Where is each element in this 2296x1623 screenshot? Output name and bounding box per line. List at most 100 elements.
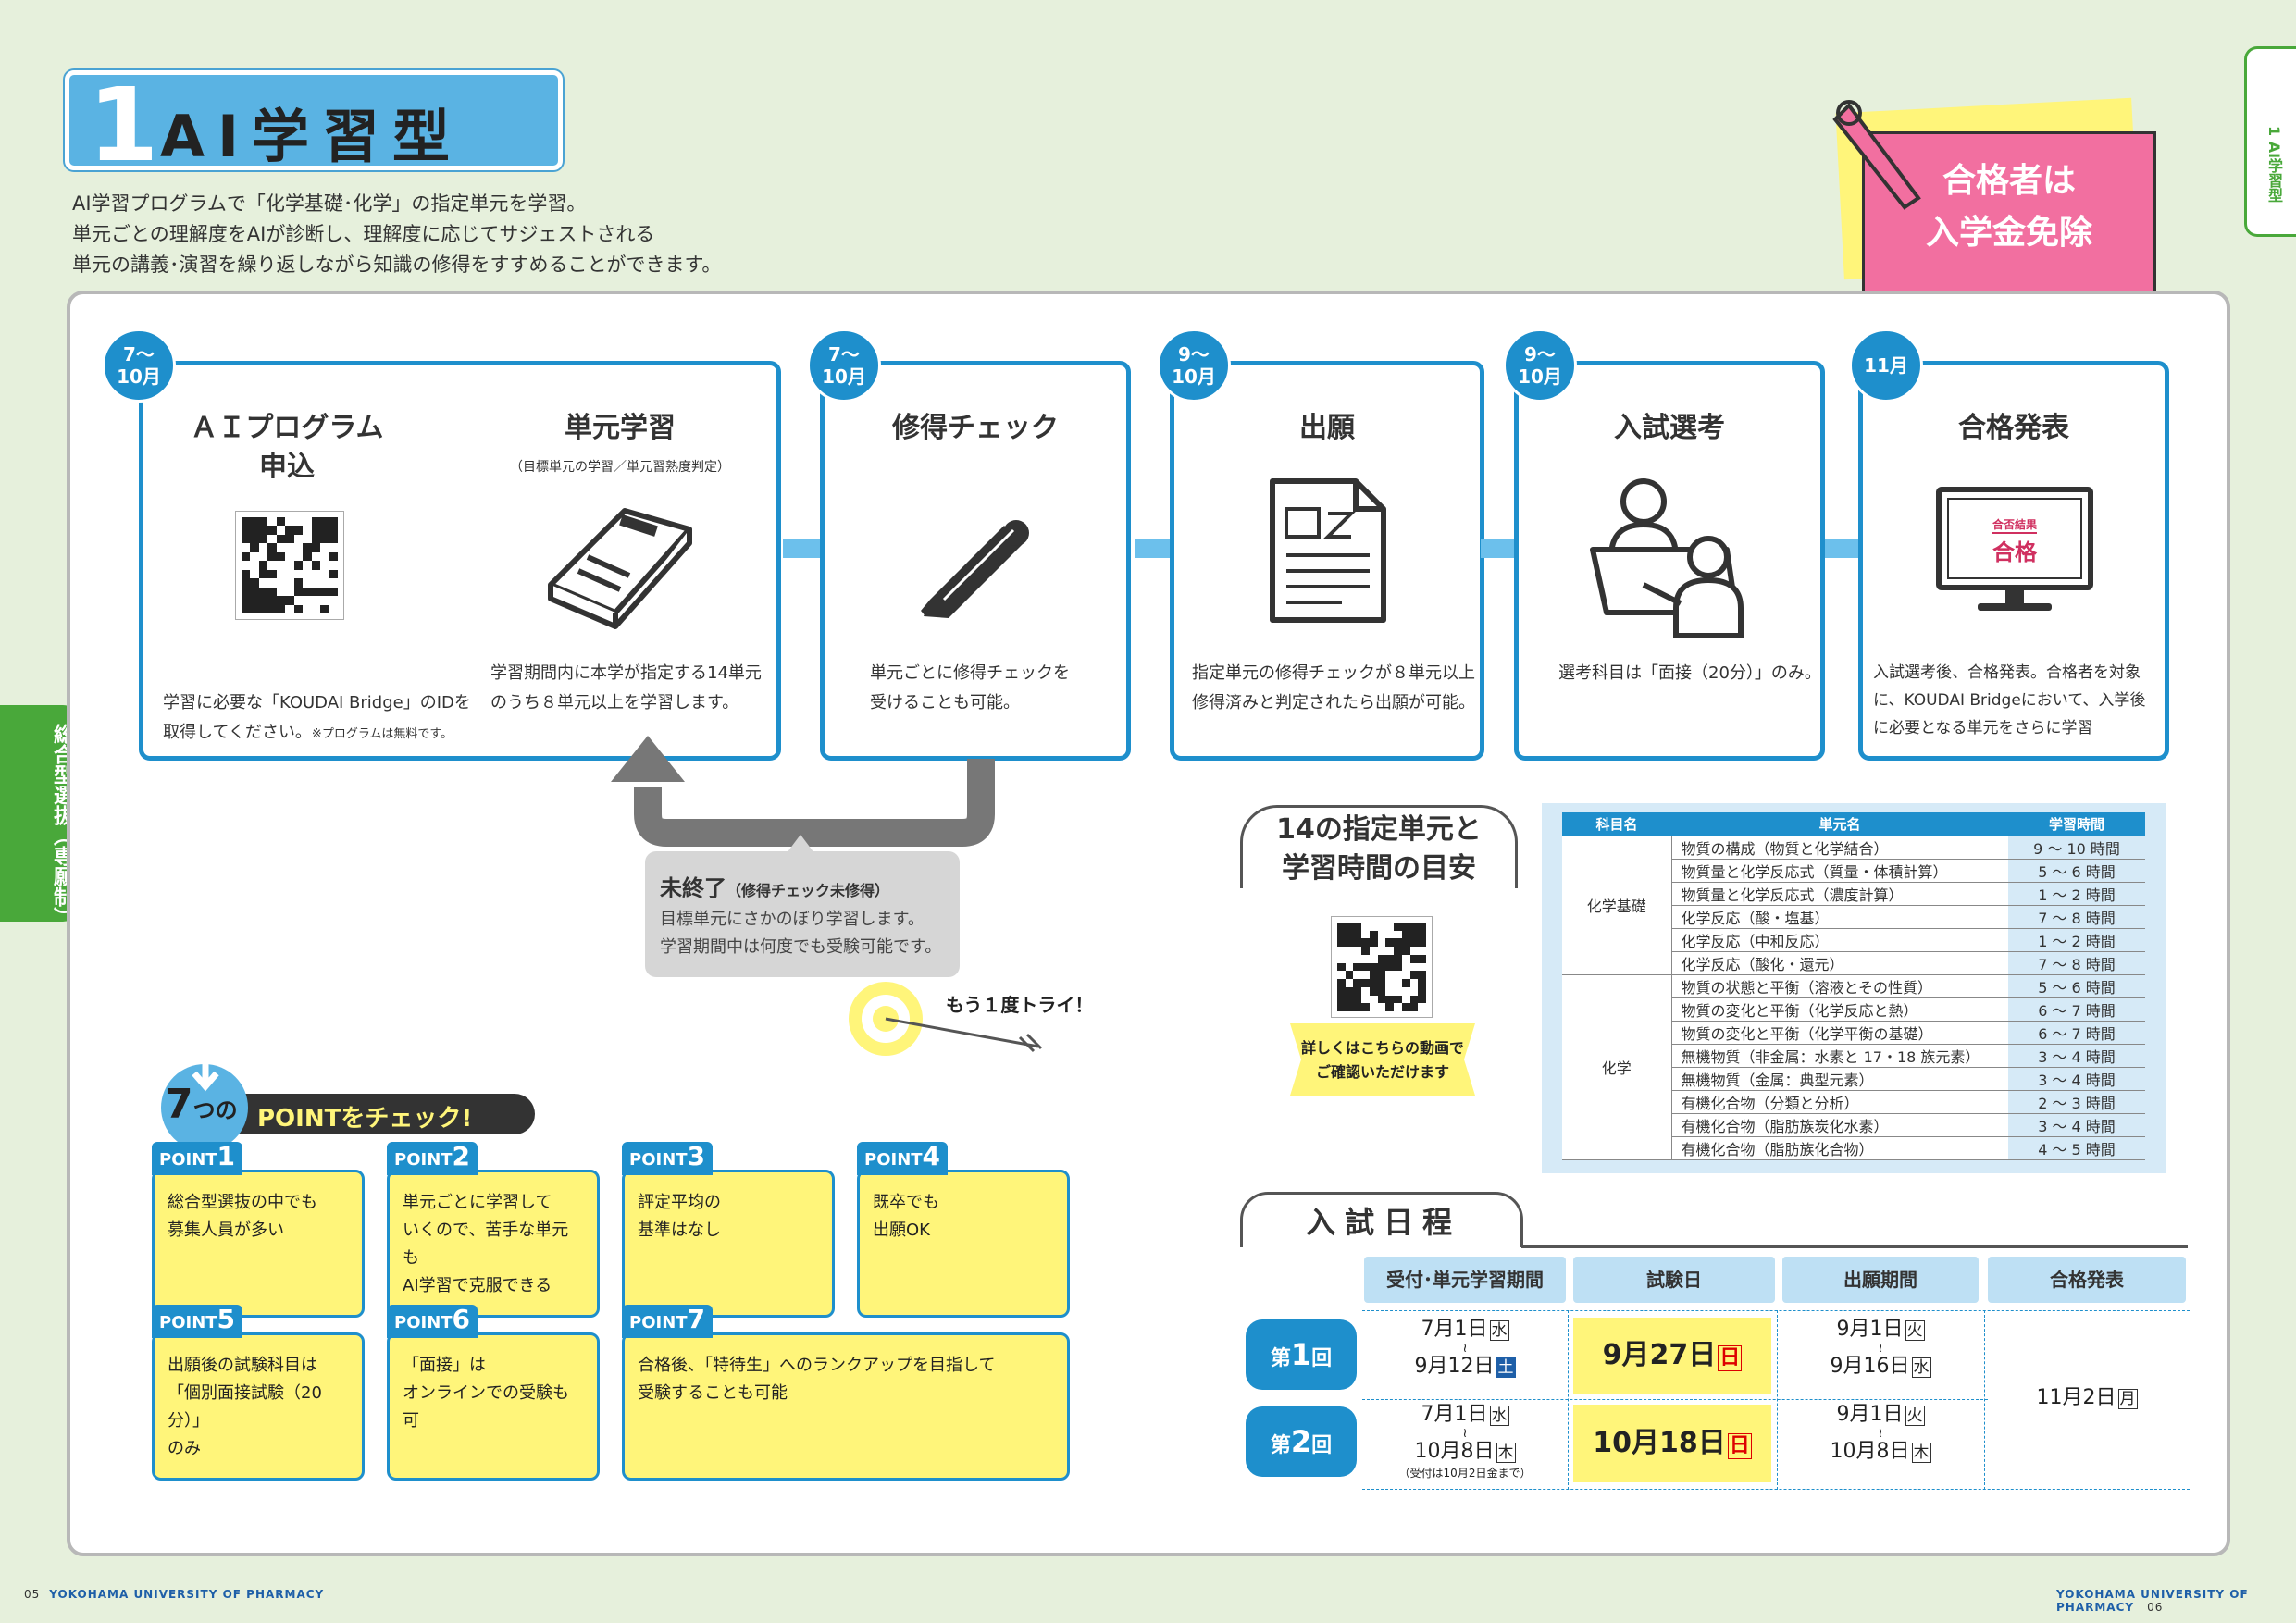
- schedule-header-apply: 出願期間: [1782, 1257, 1979, 1303]
- exemption-badge: 合格者は 入学金免除: [1832, 97, 2156, 307]
- monitor-icon: 合否結果 合格: [1936, 487, 2093, 616]
- points-no: つの: [192, 1097, 238, 1123]
- step-4-title: 出願: [1299, 412, 1355, 444]
- point-label: POINT1: [152, 1142, 243, 1175]
- unit-row: 化学反応（酸化・還元）7 ～ 8 時間: [1562, 951, 2145, 975]
- unit-time: 9 ～ 10 時間: [2008, 836, 2145, 860]
- exemption-line1: 合格者は: [1942, 162, 2076, 200]
- schedule-title-frame: [1240, 1192, 1523, 1247]
- point-text: 「面接」は オンラインでの受験も可: [403, 1356, 569, 1431]
- unit-time: 6 ～ 7 時間: [2008, 997, 2145, 1022]
- units-header-time: 学習時間: [2008, 812, 2145, 836]
- unit-row: 無機物質（金属：典型元素）3 ～ 4 時間: [1562, 1067, 2145, 1091]
- incomplete-title: 未終了: [660, 875, 726, 901]
- document-icon: [1270, 478, 1386, 623]
- unit-name: 化学反応（中和反応）: [1671, 928, 2008, 952]
- step-4-badge: 9～10月: [1157, 328, 1231, 403]
- unit-name: 化学反応（酸化・還元）: [1671, 951, 2008, 975]
- point-card: 既卒でも 出願OK: [857, 1170, 1070, 1318]
- incomplete-callout: 未終了（修得チェック未修得） 目標単元にさかのぼり学習します。 学習期間中は何度…: [645, 851, 960, 977]
- point-label: POINT2: [387, 1142, 478, 1175]
- retry-text: もう１度トライ！: [946, 994, 1094, 1016]
- unit-row: 有機化合物（分類と分析）2 ～ 3 時間: [1562, 1090, 2145, 1114]
- unit-subject: 化学基礎: [1562, 836, 1672, 975]
- unit-row: 化学物質の状態と平衡（溶液とその性質）5 ～ 6 時間: [1562, 974, 2145, 1160]
- unit-time: 1 ～ 2 時間: [2008, 928, 2145, 952]
- unit-time: 7 ～ 8 時間: [2008, 951, 2145, 975]
- point-card: 「面接」は オンラインでの受験も可: [387, 1332, 600, 1481]
- unit-name: 有機化合物（脂肪族化合物）: [1671, 1136, 2008, 1160]
- video-banner-text: 詳しくはこちらの動画で ご確認いただけます: [1300, 1039, 1464, 1081]
- step-6-badge: 11月: [1849, 328, 1923, 403]
- unit-row: 化学反応（中和反応）1 ～ 2 時間: [1562, 928, 2145, 952]
- unit-time: 5 ～ 6 時間: [2008, 974, 2145, 998]
- qr-code-program[interactable]: [235, 511, 344, 620]
- point-card: 単元ごとに学習して いくので、苦手な単元も AI学習で克服できる: [387, 1170, 600, 1318]
- points-heading-text: POINTをチェック!: [257, 1105, 473, 1133]
- step-3-desc: 単元ごとに修得チェックを 受けることも可能。: [870, 663, 1070, 712]
- unit-row: 有機化合物（脂肪族炭化水素）3 ～ 4 時間: [1562, 1113, 2145, 1137]
- qr-code-video[interactable]: [1331, 916, 1433, 1018]
- unit-name: 無機物質（非金属：水素と 17・18 族元素）: [1671, 1044, 2008, 1068]
- unit-time: 3 ～ 4 時間: [2008, 1044, 2145, 1068]
- step-6-desc: 入試選考後、合格発表。合格者を対象 に、KOUDAI Bridgeにおいて、入学…: [1873, 663, 2146, 737]
- point-text: 単元ごとに学習して いくので、苦手な単元も AI学習で克服できる: [403, 1193, 569, 1295]
- interview-icon: [1590, 478, 1744, 638]
- schedule-header-exam: 試験日: [1573, 1257, 1775, 1303]
- point-card: 合格後、「特待生」へのランクアップを目指して 受験することも可能: [622, 1332, 1070, 1481]
- unit-row: 物質量と化学反応式（濃度計算）1 ～ 2 時間: [1562, 882, 2145, 906]
- unit-name: 物質量と化学反応式（濃度計算）: [1671, 882, 2008, 906]
- unit-time: 6 ～ 7 時間: [2008, 1021, 2145, 1045]
- units-guide-title-frame: [1240, 805, 1518, 888]
- point-card: 評定平均の 基準はなし: [622, 1170, 835, 1318]
- step-5-desc: 選考科目は「面接（20分）」のみ。: [1558, 663, 1821, 683]
- points-count: 7: [165, 1081, 193, 1128]
- unit-time: 1 ～ 2 時間: [2008, 882, 2145, 906]
- point-label: POINT3: [622, 1142, 714, 1175]
- point-text: 出願後の試験科目は 「個別面接試験（20分）」 のみ: [168, 1356, 322, 1458]
- step-2-desc: 学習期間内に本学が指定する14単元 のうち８単元以上を学習します。: [490, 663, 762, 712]
- unit-row: 物質の変化と平衡（化学平衡の基礎）6 ～ 7 時間: [1562, 1021, 2145, 1045]
- round-1-exam-date: 9月27日日: [1573, 1318, 1771, 1394]
- round-2-reception: 7月1日水 ≀ 10月8日木 （受付は10月2日金まで）: [1398, 1403, 1532, 1480]
- point-text: 総合型選抜の中でも 募集人員が多い: [168, 1193, 317, 1240]
- unit-name: 物質の変化と平衡（化学反応と熱）: [1671, 997, 2008, 1022]
- round-2-exam-date: 10月18日日: [1573, 1405, 1771, 1482]
- point-label: POINT6: [387, 1305, 478, 1338]
- unit-name: 化学反応（酸・塩基）: [1671, 905, 2008, 929]
- book-icon: [548, 508, 692, 629]
- target-icon: [849, 982, 1043, 1056]
- units-table-wrap: 科目名 単元名 学習時間 化学基礎物質の構成（物質と化学結合）9 ～ 10 時間…: [1542, 803, 2166, 1173]
- unit-row: 化学反応（酸・塩基）7 ～ 8 時間: [1562, 905, 2145, 929]
- incomplete-desc: 目標単元にさかのぼり学習します。 学習期間中は何度でも受験可能です。: [660, 910, 942, 957]
- right-index-tab[interactable]: 1 AI学習型: [2244, 46, 2296, 237]
- unit-name: 物質量と化学反応式（質量・体積計算）: [1671, 859, 2008, 883]
- unit-name: 有機化合物（分類と分析）: [1671, 1090, 2008, 1114]
- exemption-line2: 入学金免除: [1925, 214, 2092, 252]
- point-label: POINT7: [622, 1305, 714, 1338]
- unit-row: 物質の変化と平衡（化学反応と熱）6 ～ 7 時間: [1562, 997, 2145, 1022]
- step-5-badge: 9～10月: [1503, 328, 1577, 403]
- units-guide-title: 14の指定単元と 学習時間の目安: [1276, 813, 1482, 885]
- result-date: 11月2日月: [2036, 1386, 2138, 1409]
- section-title: AI学習型: [160, 103, 464, 170]
- round-2-badge: 第2回: [1246, 1406, 1357, 1477]
- unit-name: 物質の状態と平衡（溶液とその性質）: [1671, 974, 2008, 998]
- point-text: 評定平均の 基準はなし: [638, 1193, 721, 1240]
- step-3-badge: 7～10月: [807, 328, 881, 403]
- step-1-desc: 学習に必要な「KOUDAI Bridge」のIDを 取得してください。※プログラ…: [163, 693, 471, 742]
- schedule-title: 入試日程: [1305, 1205, 1461, 1240]
- points-heading: 7つの POINTをチェック!: [152, 1055, 540, 1151]
- unit-row: 有機化合物（脂肪族化合物）4 ～ 5 時間: [1562, 1136, 2145, 1160]
- arrow-down-icon: [192, 1055, 219, 1092]
- round-1-badge: 第1回: [1246, 1319, 1357, 1390]
- round-2-apply: 9月1日火 ≀ 10月8日木: [1830, 1403, 1931, 1463]
- schedule-header-result: 合格発表: [1988, 1257, 2186, 1303]
- step-1-title: ＡＩプログラム 申込: [190, 412, 384, 483]
- unit-time: 2 ～ 3 時間: [2008, 1090, 2145, 1114]
- unit-time: 3 ～ 4 時間: [2008, 1113, 2145, 1137]
- schedule-header-reception: 受付･単元学習期間: [1364, 1257, 1566, 1303]
- unit-name: 物質の構成（物質と化学結合）: [1671, 836, 2008, 860]
- unit-time: 5 ～ 6 時間: [2008, 859, 2145, 883]
- unit-name: 物質の変化と平衡（化学平衡の基礎）: [1671, 1021, 2008, 1045]
